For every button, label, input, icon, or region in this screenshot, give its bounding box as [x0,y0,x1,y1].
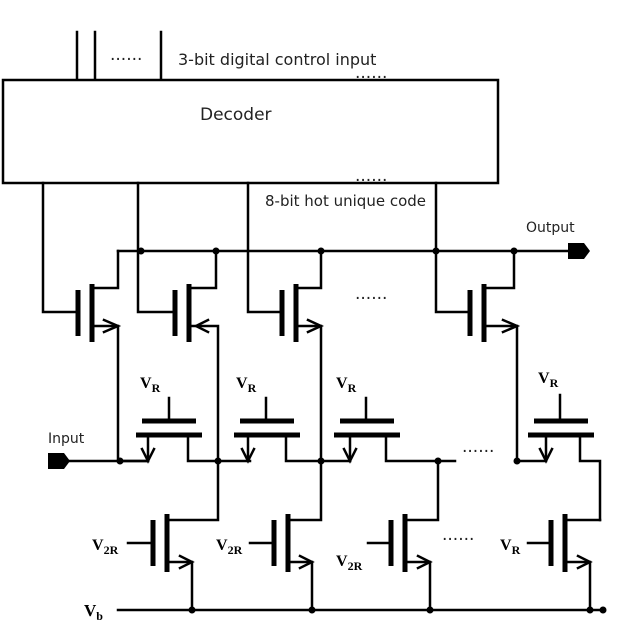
vr-label-1: VR [140,375,161,395]
vr-label-4: VR [538,370,559,390]
vb-label: Vb [84,601,103,623]
switch-transistor-3 [279,249,324,462]
decoder-block [1,78,500,185]
switch-row-ellipsis: ······ [355,289,387,309]
control-input-label: 3-bit digital control input [178,50,376,69]
vr-label-2: VR [236,375,257,395]
control-ellipsis: ······ [110,50,142,70]
shunt-transistor-2 [248,459,323,612]
decoder-output-lines [41,181,472,314]
series-transistor-2 [234,396,352,464]
series-transistor-1 [118,396,252,464]
vr-label-3: VR [336,375,357,395]
v2r-label-3: V2R [336,553,363,573]
shunt-transistor-1 [126,459,220,612]
hot-code-label: 8-bit hot unique code [265,192,426,210]
switch-transistor-4 [467,249,521,462]
input-label: Input [48,431,85,447]
decoder-label: Decoder [200,105,272,125]
output-terminal [568,243,590,259]
control-input-lines [75,30,163,82]
vb-bus-dots [188,606,607,614]
v2r-label-2: V2R [216,537,243,557]
shunt-row-ellipsis: ······ [442,530,474,550]
v2r-label-1: V2R [92,537,119,557]
decoder-bottom-ellipsis: ······ [355,171,387,191]
input-terminal [48,453,70,469]
input-row-dots [116,457,521,465]
shunt-transistor-4 [526,514,602,612]
vr-label-5: VR [500,537,521,557]
shunt-transistor-3 [366,459,440,612]
series-row-ellipsis: ······ [462,442,494,462]
output-label: Output [526,220,575,236]
switch-transistor-1 [75,249,122,462]
series-transistor-4 [515,393,602,522]
series-transistor-3 [334,396,457,464]
switch-transistor-2 [172,249,220,462]
